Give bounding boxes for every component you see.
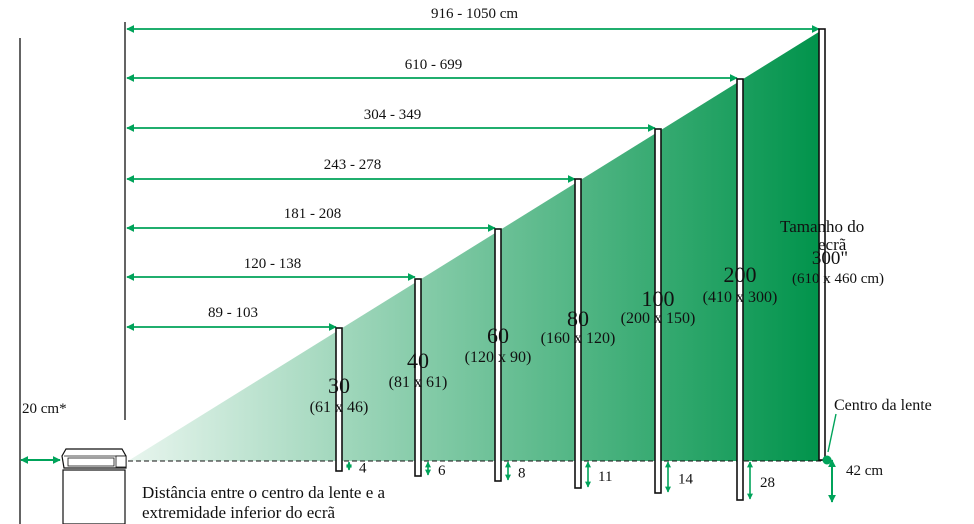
screen-bar — [736, 78, 744, 501]
distance-label: 89 - 103 — [208, 305, 258, 321]
screen-dims-label: (160 x 120) — [541, 330, 616, 347]
lens-center-label: Centro da lente — [834, 397, 932, 414]
distance-label: 120 - 138 — [244, 256, 302, 272]
distance-label: 304 - 349 — [364, 107, 422, 123]
screen-size-label: 100 — [642, 286, 675, 311]
screen-size-label: 300" — [812, 248, 848, 269]
screen-bar — [654, 128, 662, 494]
screen-bar — [494, 228, 502, 482]
offset-label: 6 — [438, 463, 446, 479]
ruler-label-line1: Distância entre o centro da lente e a — [142, 483, 386, 502]
screen-dims-label: (200 x 150) — [621, 310, 696, 327]
screen-dims-label: (610 x 460 cm) — [792, 271, 884, 287]
offset-label: 28 — [760, 475, 775, 491]
projection-beam — [128, 30, 822, 461]
offset-label: 11 — [598, 469, 612, 485]
screen-size-title-line2: ecrã — [818, 235, 847, 254]
distance-label: 243 - 278 — [324, 157, 382, 173]
screen-size-label: 40 — [407, 348, 429, 373]
offset-arrows: 4 6 8 11 14 28 — [346, 461, 775, 500]
offset-label: 14 — [678, 472, 694, 488]
lens-center-dot — [822, 455, 832, 465]
lens-center-leader — [827, 413, 837, 453]
max-offset-label: 42 cm — [846, 463, 883, 479]
screen-dims-label: (120 x 90) — [465, 349, 532, 366]
screen-dims-label: (410 x 300) — [703, 289, 778, 306]
screen-bar — [574, 178, 582, 489]
screen-size-label: 60 — [487, 323, 509, 348]
screens: 30(61 x 46) 40(81 x 61) 60(120 x 90) 80(160… — [310, 28, 884, 501]
distance-label: 181 - 208 — [284, 206, 342, 222]
projector-icon — [61, 448, 127, 524]
distance-label: 610 - 699 — [405, 57, 463, 73]
screen-dims-label: (61 x 46) — [310, 399, 369, 416]
screen-bar — [335, 327, 343, 472]
distance-arrows: 89 - 103 120 - 138 181 - 208 243 - 278 304 -… — [126, 6, 820, 331]
offset-label: 4 — [359, 461, 367, 477]
ruler-label-line2: extremidade inferior do ecrã — [142, 503, 335, 522]
screen-size-title-line1: Tamanho do — [780, 217, 864, 236]
screen-dims-label: (81 x 61) — [389, 374, 448, 391]
distance-label: 916 - 1050 cm — [431, 6, 518, 22]
wall-clearance-label: 20 cm* — [22, 401, 67, 417]
offset-label: 8 — [518, 466, 526, 482]
screen-size-label: 30 — [328, 373, 350, 398]
screen-bar — [414, 278, 422, 477]
screen-size-label: 80 — [567, 306, 589, 331]
screen-size-label: 200 — [724, 262, 757, 287]
screen-bar — [818, 28, 826, 461]
